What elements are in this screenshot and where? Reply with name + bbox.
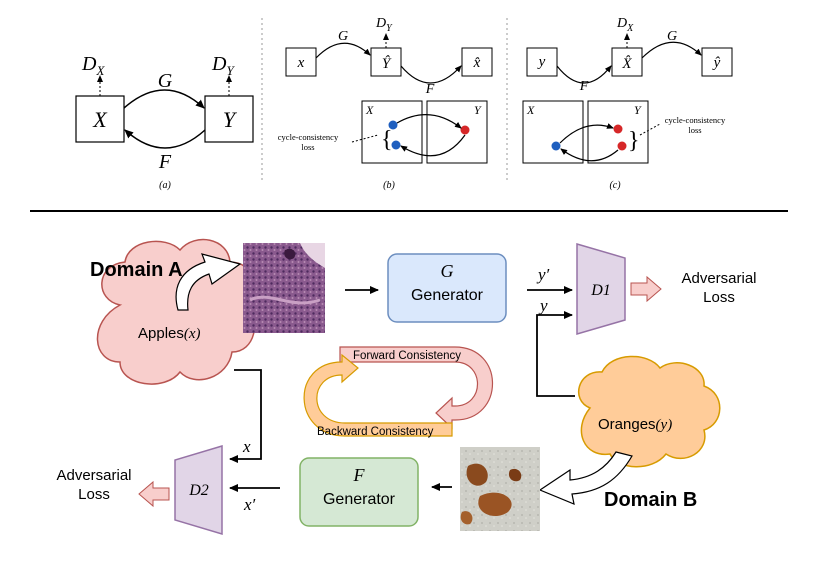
- apples-label: Apples(x): [138, 325, 201, 342]
- b-g-label: G: [338, 29, 348, 44]
- c-brace: }: [628, 128, 640, 154]
- input-x-box: [285, 47, 317, 77]
- x-label: x: [242, 437, 251, 456]
- domain-a-hollow-arrow: [175, 253, 242, 311]
- mapped-xhat-label: X̂: [621, 56, 632, 72]
- recon-yhat-box: [701, 47, 733, 77]
- b-inset-y: [426, 100, 488, 164]
- x-feed-arrow: [229, 369, 262, 463]
- generator-g-label: Generator: [411, 287, 484, 304]
- panel-c: y X̂ ŷ F G DX X Y } cycle-consistency lo…: [522, 16, 733, 191]
- b-f-arrow: [400, 65, 462, 84]
- node-x-box: [75, 95, 125, 143]
- forward-consistency-label: Forward Consistency: [353, 350, 461, 362]
- y-label: y: [538, 296, 548, 315]
- b-inset-x: [361, 100, 423, 164]
- oranges-cloud: [578, 355, 721, 468]
- adv-loss-left-line2: Loss: [78, 486, 110, 503]
- recon-xhat-label: x̂: [473, 55, 481, 71]
- caption-c: (c): [609, 180, 621, 191]
- b-loss-line2: loss: [301, 142, 314, 152]
- disc-x-label: DX: [81, 53, 105, 78]
- x-prime-label: x′: [243, 495, 256, 514]
- b-backward-arc: [400, 134, 466, 157]
- backward-consistency-label: Backward Consistency: [317, 426, 434, 438]
- mapped-yhat-box: [370, 47, 402, 77]
- domain-a-image: [243, 243, 325, 333]
- caption-a: (a): [159, 180, 171, 191]
- y-prime-label: y′: [536, 265, 550, 284]
- c-blue-dot: [551, 141, 561, 151]
- b-loss-line1: cycle-consistency: [278, 132, 339, 142]
- adv-loss-left-line1: Adversarial: [56, 467, 131, 484]
- input-x-label: x: [297, 55, 305, 71]
- adv-loss-right-arrow: [630, 275, 662, 303]
- b-forward-arc: [396, 114, 462, 129]
- domain-b-label: Domain B: [604, 489, 697, 511]
- recon-yhat-label: ŷ: [712, 55, 721, 71]
- backward-consistency-band: [303, 353, 453, 437]
- c-backward-arc: [560, 148, 619, 162]
- b-blue-dot-bottom: [391, 140, 401, 150]
- input-y-label: y: [537, 54, 546, 70]
- c-red-dot-top: [613, 124, 623, 134]
- mapped-xhat-box: [611, 47, 643, 77]
- b-disc-label: DY: [375, 16, 393, 34]
- node-y-label: Y: [223, 107, 238, 132]
- c-loss-line2: loss: [688, 125, 701, 135]
- b-inset-x-label: X: [365, 103, 374, 117]
- c-inset-y-label: Y: [634, 103, 642, 117]
- b-f-label: F: [425, 82, 435, 97]
- consistency-loop: [303, 346, 494, 437]
- c-forward-arc: [559, 123, 614, 144]
- c-g-label: G: [667, 29, 677, 44]
- discriminator-d1-label: D1: [590, 282, 611, 299]
- map-g-arrow: [123, 89, 205, 109]
- map-f-label: F: [158, 151, 172, 173]
- caption-b: (b): [383, 180, 395, 191]
- map-f-arrow: [124, 129, 206, 149]
- c-f-label: F: [579, 79, 589, 94]
- recon-xhat-box: [461, 47, 493, 77]
- panel-b: x Ŷ x̂ G F DY X Y { cycle-consistency lo…: [278, 16, 493, 191]
- adv-loss-left-arrow: [138, 480, 170, 508]
- b-g-arrow: [315, 42, 371, 59]
- c-red-dot-bottom: [617, 141, 627, 151]
- input-y-box: [526, 47, 558, 77]
- b-inset-y-label: Y: [474, 103, 482, 117]
- panel-a: X Y DX DY G F (a): [75, 53, 254, 191]
- oranges-label: Oranges(y): [598, 416, 672, 433]
- adv-loss-right-line2: Loss: [703, 289, 735, 306]
- adv-loss-right-line1: Adversarial: [681, 270, 756, 287]
- c-disc-label: DX: [616, 16, 634, 34]
- generator-f-symbol: F: [353, 465, 366, 485]
- b-loss-pointer: [351, 134, 379, 143]
- generator-f-box: [299, 457, 419, 527]
- node-x-label: X: [92, 107, 108, 132]
- discriminator-d2: [174, 444, 223, 536]
- domain-b-image: [460, 447, 540, 531]
- b-red-dot: [460, 125, 470, 135]
- discriminator-d2-label: D2: [188, 482, 209, 499]
- b-blue-dot-top: [388, 120, 398, 130]
- generator-g-symbol: G: [441, 261, 454, 281]
- c-g-arrow: [641, 41, 702, 59]
- domain-a-label: Domain A: [90, 259, 183, 281]
- node-y-box: [204, 95, 254, 143]
- generator-g-box: [387, 253, 507, 323]
- y-feed-arrow: [536, 311, 575, 397]
- discriminator-d1: [576, 243, 626, 335]
- c-loss-line1: cycle-consistency: [665, 115, 726, 125]
- mapped-yhat-label: Ŷ: [382, 55, 392, 72]
- disc-y-label: DY: [211, 53, 235, 78]
- b-brace: {: [381, 127, 393, 153]
- generator-f-label: Generator: [323, 491, 396, 508]
- c-f-arrow: [556, 65, 612, 84]
- map-g-label: G: [158, 70, 173, 92]
- c-inset-x-label: X: [526, 103, 535, 117]
